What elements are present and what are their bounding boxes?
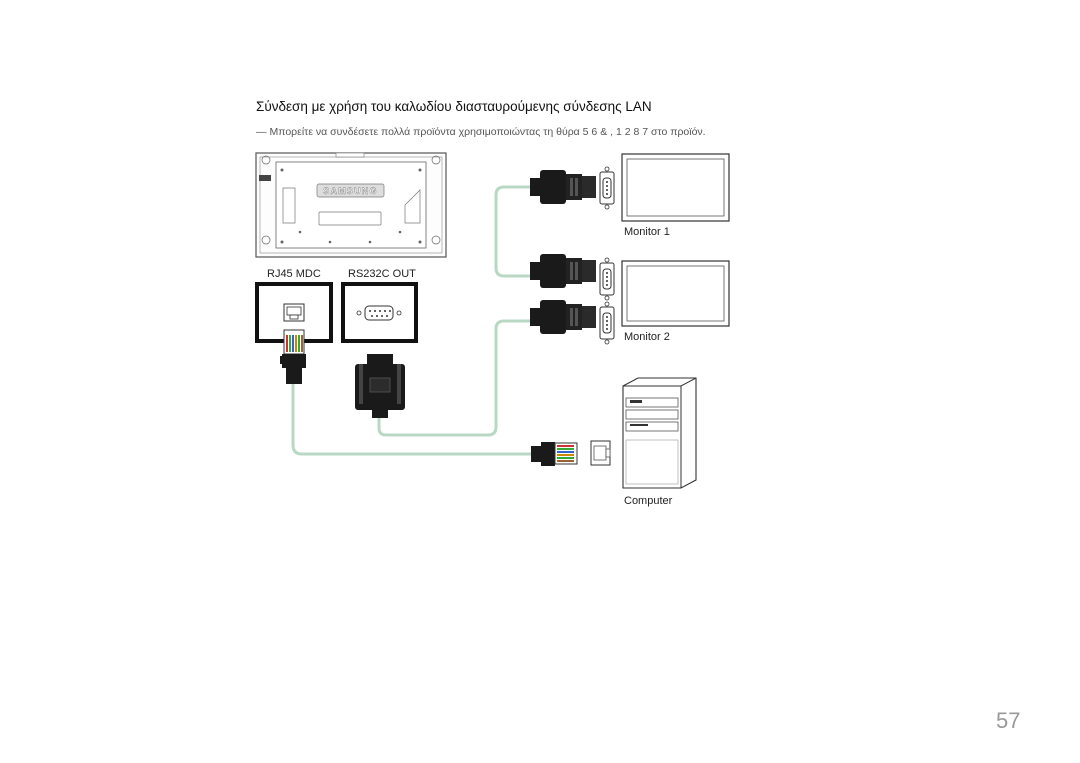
lan-plug-icon: [531, 442, 578, 466]
note-marker: ―: [256, 126, 266, 138]
computer-tower-icon: [622, 377, 697, 489]
computer-label: Computer: [624, 495, 673, 507]
db9-connector-icon: [530, 300, 615, 345]
monitor-icon: [621, 153, 730, 222]
rj45-port-icon: [590, 440, 611, 466]
db9-connector-icon: [530, 166, 615, 210]
cable-monitor1: [494, 185, 531, 278]
db9-connector-icon: [355, 354, 405, 418]
note-text: ―Μπορείτε να συνδέσετε πολλά προϊόντα χρ…: [256, 126, 706, 138]
note-body: Μπορείτε να συνδέσετε πολλά προϊόντα χρη…: [269, 126, 706, 138]
page-number: 57: [996, 708, 1021, 733]
monitor1-label: Monitor 1: [624, 226, 670, 238]
lan-plug-icon: [280, 329, 306, 384]
display-brand: SAMSUNG: [323, 186, 377, 196]
monitor2-label: Monitor 2: [624, 331, 670, 343]
cables: [291, 185, 532, 456]
rs232c-out-label: RS232C OUT: [348, 268, 416, 280]
section-title: Σύνδεση με χρήση του καλωδίου διασταυρού…: [256, 99, 652, 114]
db9-port-icon: [341, 282, 418, 343]
cable-lan: [291, 384, 532, 456]
monitor-icon: [621, 260, 730, 327]
rj45-mdc-label: RJ45 MDC: [267, 268, 321, 280]
display-back-icon: SAMSUNG: [255, 152, 447, 258]
db9-connector-icon: [530, 254, 615, 301]
cable-monitor2-pc: [377, 319, 531, 437]
